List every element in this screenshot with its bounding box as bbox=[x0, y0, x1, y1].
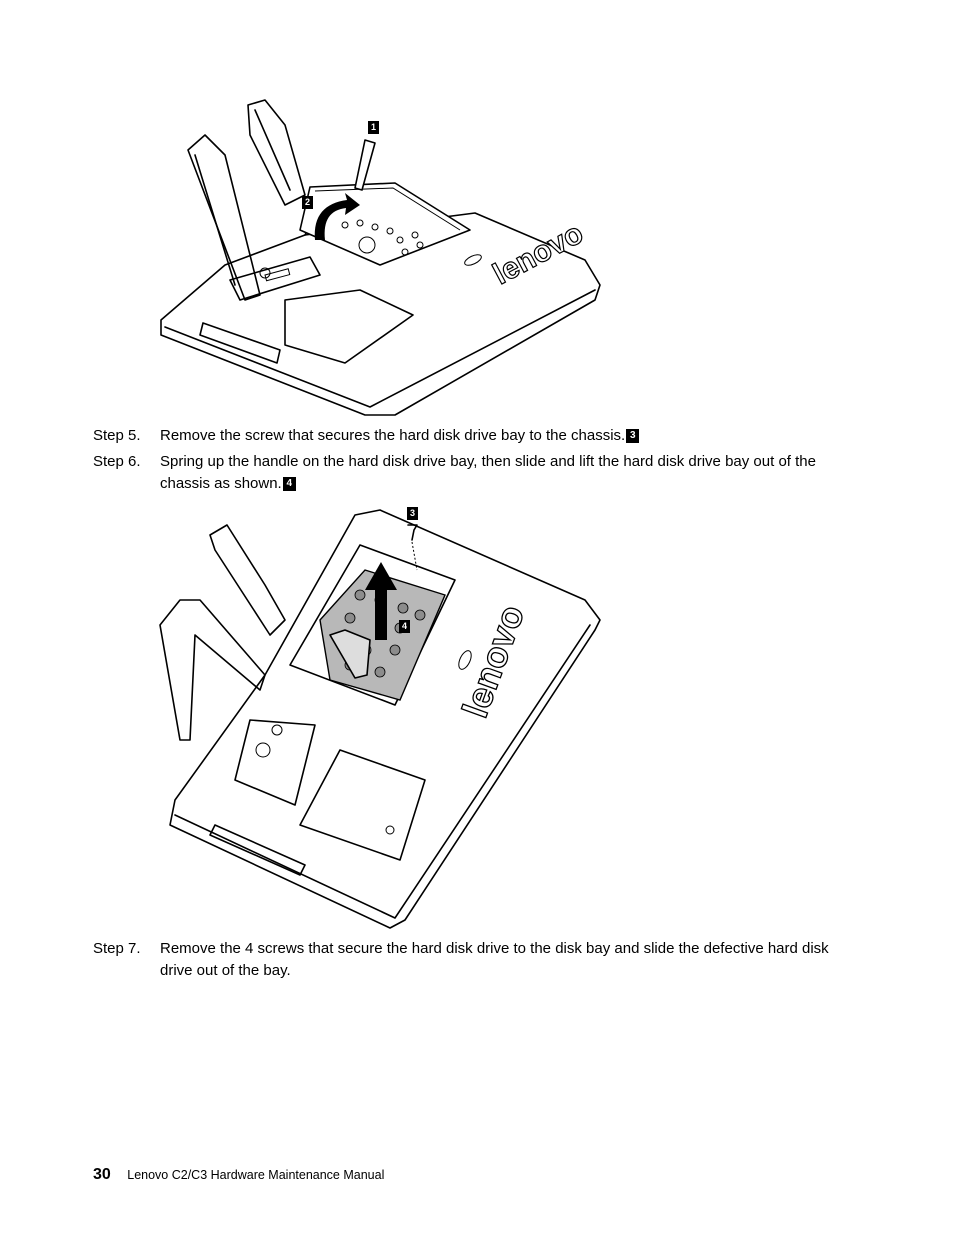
lift-arrow-icon bbox=[314, 193, 360, 240]
computer-illustration-2: lenovo bbox=[159, 509, 601, 929]
callout-2: 2 bbox=[302, 196, 313, 209]
step-text: Spring up the handle on the hard disk dr… bbox=[160, 453, 816, 492]
callout-4-inline: 4 bbox=[282, 477, 296, 491]
mounting-holes bbox=[341, 219, 424, 256]
page-number: 30 bbox=[93, 1166, 111, 1183]
step-number: Step 6. bbox=[93, 453, 141, 470]
page-footer: 30 Lenovo C2/C3 Hardware Maintenance Man… bbox=[93, 1166, 384, 1184]
manual-title: Lenovo C2/C3 Hardware Maintenance Manual bbox=[127, 1168, 385, 1182]
callout-4: 4 bbox=[399, 620, 410, 633]
step-text: Remove the screw that secures the hard d… bbox=[160, 427, 626, 444]
lenovo-logo: lenovo bbox=[454, 600, 532, 723]
figure-remove-cover: lenovo 1 2 bbox=[155, 95, 610, 420]
step-text: Remove the 4 screws that secure the hard… bbox=[160, 940, 829, 979]
slide-up-arrow-icon bbox=[365, 562, 397, 640]
screw-icon bbox=[407, 524, 418, 541]
figure-remove-hdd-bay: lenovo 3 4 bbox=[155, 500, 610, 935]
screwdriver-icon bbox=[354, 139, 376, 191]
callout-1: 1 bbox=[368, 121, 379, 134]
lenovo-logo: lenovo bbox=[488, 217, 589, 292]
callout-3: 3 bbox=[407, 507, 418, 520]
callout-3-inline: 3 bbox=[626, 429, 640, 443]
step-number: Step 5. bbox=[93, 427, 141, 444]
step-number: Step 7. bbox=[93, 940, 141, 957]
computer-illustration-1: lenovo bbox=[160, 99, 601, 416]
